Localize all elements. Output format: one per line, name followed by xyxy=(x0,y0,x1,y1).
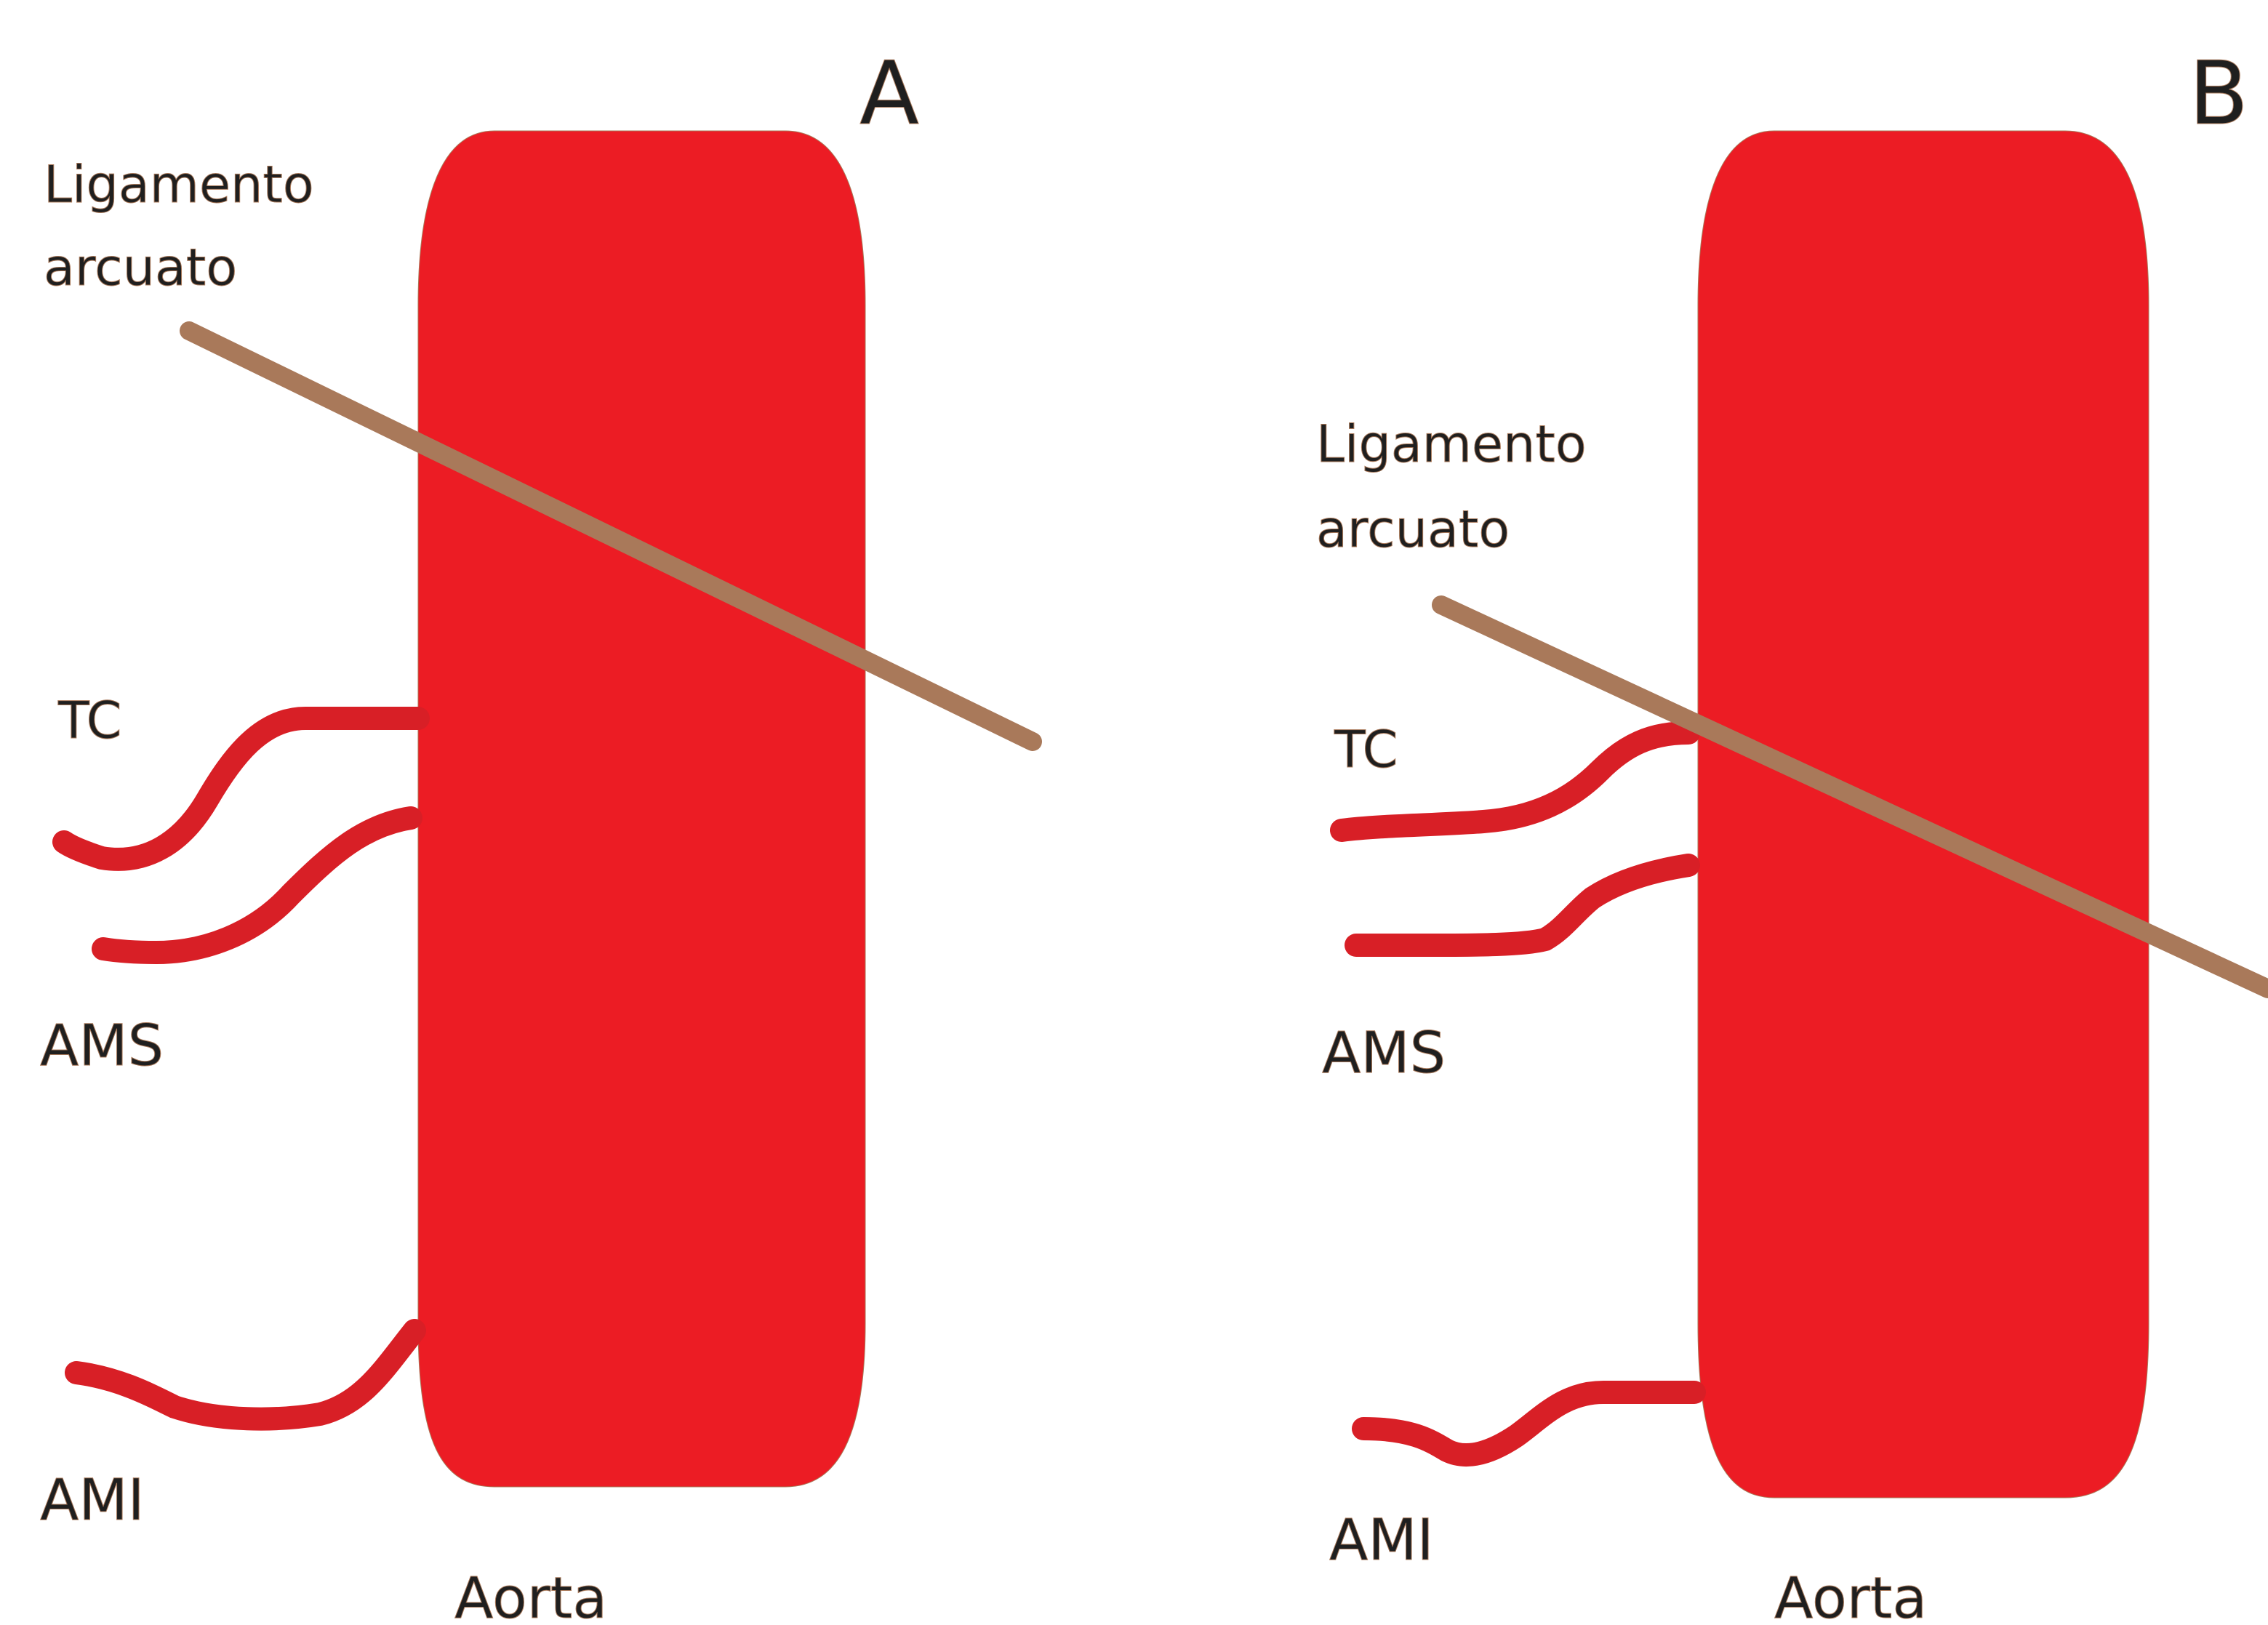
ams-label-a: AMS xyxy=(40,1014,164,1079)
aorta-label-b: Aorta xyxy=(1774,1566,1927,1625)
tc-label-b: TC xyxy=(1334,720,1398,779)
ami-label-b: AMI xyxy=(1329,1508,1434,1573)
ligament-label-a-line1: Ligamento xyxy=(44,155,314,214)
panel-letter-a: A xyxy=(859,44,919,145)
aorta-b xyxy=(1698,131,2149,1498)
ami-vessel-a xyxy=(76,1331,414,1419)
panel-letter-b: B xyxy=(2189,44,2248,145)
panel-a: A Ligamento arcuato TC AMS AMI Aorta xyxy=(40,44,1033,1625)
tc-label-a: TC xyxy=(57,691,122,750)
ams-vessel-b xyxy=(1356,865,1688,945)
ligament-label-b-line1: Ligamento xyxy=(1316,414,1587,474)
ligament-label-b-line2: arcuato xyxy=(1316,499,1510,559)
ams-vessel-a xyxy=(103,818,411,952)
aorta-a xyxy=(418,131,865,1487)
ami-vessel-b xyxy=(1363,1392,1694,1455)
panel-b: B Ligamento arcuato TC AMS AMI Aorta xyxy=(1316,44,2268,1625)
ligament-label-a-line2: arcuato xyxy=(44,238,237,297)
aorta-label-a: Aorta xyxy=(454,1566,607,1625)
ams-label-b: AMS xyxy=(1322,1021,1446,1086)
ami-label-a: AMI xyxy=(40,1468,145,1533)
